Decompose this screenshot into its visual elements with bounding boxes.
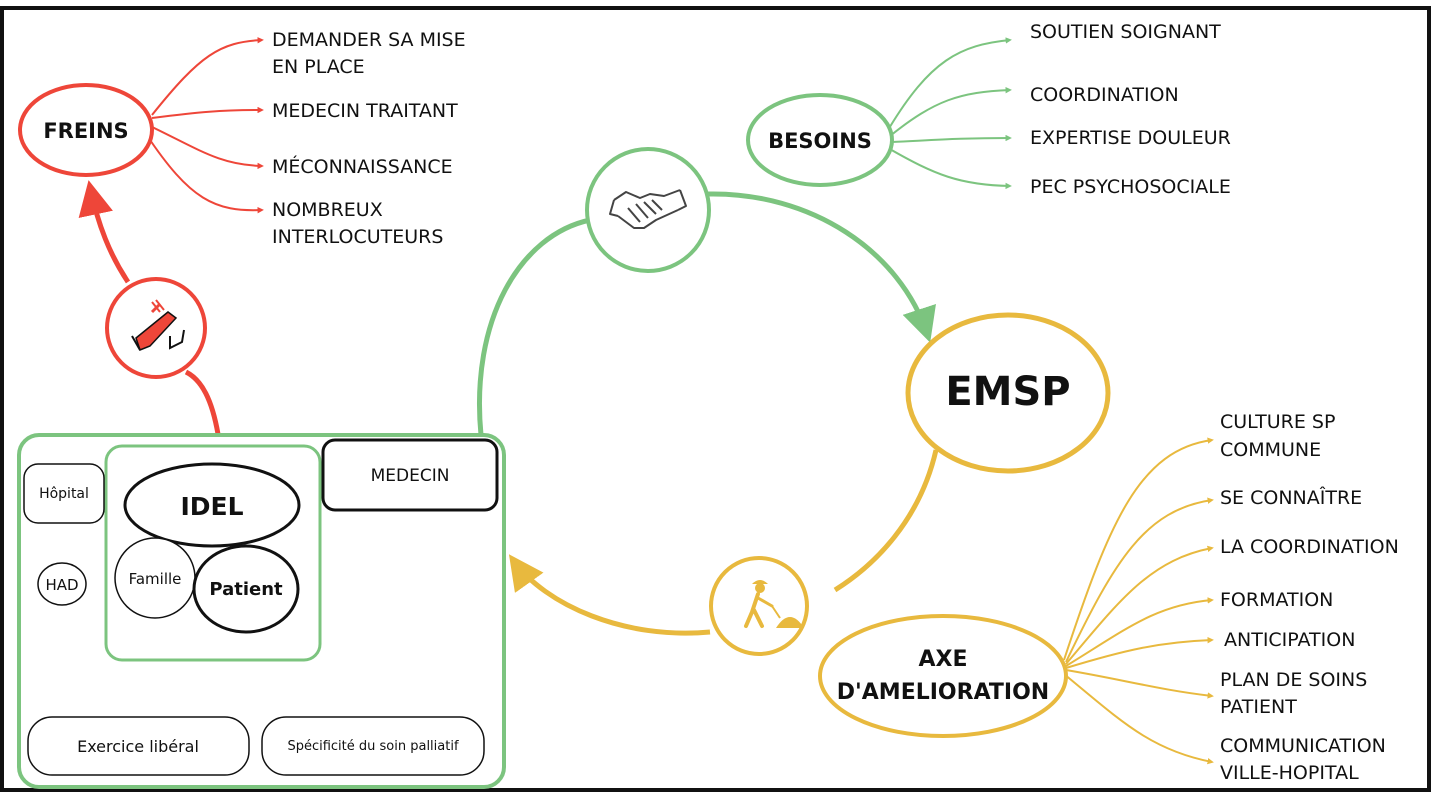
exercice-box <box>27 716 250 776</box>
branch-line <box>887 147 1012 190</box>
branch-line <box>1063 673 1214 765</box>
hopital-box <box>23 463 105 524</box>
branch-line <box>1063 437 1214 661</box>
arc-besoins-to-emsp <box>707 191 936 343</box>
arc-pain-to-freins <box>78 180 131 284</box>
axe-item-1: SE CONNAÎTRE <box>1220 486 1362 509</box>
construction-worker-icon <box>744 580 804 628</box>
branch-line <box>887 37 1012 131</box>
arc-context-to-pain <box>184 369 221 435</box>
axe-node <box>818 614 1068 738</box>
freins-item-3-line-0: NOMBREUX <box>272 199 383 221</box>
branch-line <box>1065 669 1214 699</box>
besoins-item-1: COORDINATION <box>1030 84 1179 106</box>
idel-node <box>123 462 301 548</box>
patient-node <box>192 544 300 634</box>
branch-line <box>889 86 1012 137</box>
branch-line <box>1065 497 1214 663</box>
freins-item-1: MEDECIN TRAITANT <box>272 100 458 122</box>
freins-items: DEMANDER SA MISE EN PLACE MEDECIN TRAITA… <box>272 29 466 248</box>
axe-item-5-line-1: PATIENT <box>1220 696 1297 718</box>
specificite-label: Spécificité du soin palliatif <box>287 739 458 754</box>
besoins-item-0: SOUTIEN SOIGNANT <box>1030 21 1221 43</box>
freins-node <box>18 83 154 177</box>
branch-line <box>151 37 264 116</box>
medecin-box <box>321 438 499 512</box>
axe-label-line-1: D'AMELIORATION <box>837 680 1049 705</box>
axe-item-0-line-0: CULTURE SP <box>1220 411 1335 433</box>
handshake-circle <box>585 147 711 273</box>
freins-branches <box>145 37 264 214</box>
care-circle-box <box>104 444 322 662</box>
branch-line <box>149 125 264 170</box>
outer-frame <box>0 6 1431 792</box>
branch-line <box>1065 545 1214 665</box>
medecin-label: MEDECIN <box>371 466 450 486</box>
worker-circle <box>709 556 809 656</box>
besoins-item-3: PEC PSYCHOSOCIALE <box>1030 176 1231 198</box>
besoins-branches <box>887 37 1012 190</box>
specificite-box <box>261 716 485 776</box>
had-node <box>37 562 87 606</box>
axe-item-6-line-1: VILLE-HOPITAL <box>1220 762 1359 784</box>
freins-item-2: MÉCONNAISSANCE <box>272 155 453 178</box>
axe-item-2: LA COORDINATION <box>1220 536 1399 558</box>
branch-line <box>151 106 264 119</box>
axe-item-4: ANTICIPATION <box>1224 629 1355 651</box>
branch-line <box>891 134 1012 143</box>
branch-line <box>1065 597 1214 667</box>
axe-branches <box>1063 437 1214 765</box>
besoins-node <box>746 93 894 187</box>
axe-items: CULTURE SP COMMUNE SE CONNAÎTRE LA COORD… <box>1220 411 1399 784</box>
hopital-label: Hôpital <box>39 486 89 502</box>
emsp-node <box>905 312 1111 474</box>
axe-item-6-line-0: COMMUNICATION <box>1220 735 1386 757</box>
axe-item-0-line-1: COMMUNE <box>1220 439 1321 461</box>
pain-hand-icon <box>131 299 185 351</box>
freins-item-0-line-0: DEMANDER SA MISE <box>272 29 466 51</box>
branch-line <box>145 133 264 214</box>
famille-label: Famille <box>129 570 182 588</box>
branch-line <box>1065 636 1214 669</box>
besoins-item-2: EXPERTISE DOULEUR <box>1030 127 1231 149</box>
besoins-items: SOUTIEN SOIGNANT COORDINATION EXPERTISE … <box>1030 21 1231 198</box>
arc-axe-to-context <box>508 554 711 636</box>
besoins-label: BESOINS <box>768 129 872 153</box>
arc-context-to-besoins <box>477 217 591 436</box>
handshake-icon <box>609 189 687 229</box>
idel-label: IDEL <box>180 492 243 521</box>
arc-emsp-to-axe <box>833 449 939 593</box>
freins-item-0-line-1: EN PLACE <box>272 56 365 78</box>
exercice-label: Exercice libéral <box>77 737 199 756</box>
freins-item-3-line-1: INTERLOCUTEURS <box>272 226 443 248</box>
axe-item-5-line-0: PLAN DE SOINS <box>1220 669 1367 691</box>
axe-label-line-0: AXE <box>918 647 967 672</box>
freins-label: FREINS <box>43 119 128 143</box>
had-label: HAD <box>45 576 78 594</box>
emsp-label: EMSP <box>945 369 1070 415</box>
patient-label: Patient <box>209 579 283 600</box>
axe-item-3: FORMATION <box>1220 589 1333 611</box>
